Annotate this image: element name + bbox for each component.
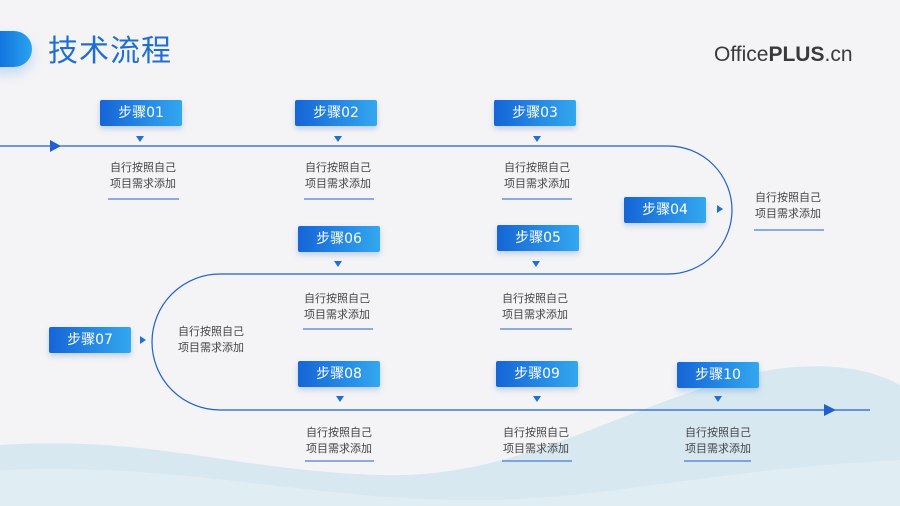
step-04-label: 步骤04 (624, 197, 706, 223)
background-wave-light (0, 460, 900, 506)
brand-bold: PLUS (768, 43, 825, 66)
step-10-description: 自行按照自己项目需求添加 (685, 426, 751, 455)
step-10-pointer-icon (714, 396, 722, 402)
step-08-pointer-icon (336, 396, 344, 402)
step-04-pointer-icon (717, 205, 723, 213)
path-start-arrow (50, 140, 61, 152)
brand-suffix: .cn (824, 43, 853, 66)
path-end-arrow (824, 404, 836, 416)
step-04-description: 自行按照自己项目需求添加 (755, 191, 821, 220)
step-03-description: 自行按照自己项目需求添加 (504, 161, 570, 190)
step-05-pointer-icon (532, 261, 540, 267)
step-01-label: 步骤01 (100, 100, 182, 126)
step-08-label: 步骤08 (298, 361, 380, 387)
step-09-label: 步骤09 (496, 361, 578, 387)
background-wave (0, 366, 900, 506)
brand-logo: OfficePLUS.cn (714, 42, 853, 68)
step-02-pointer-icon (334, 136, 342, 142)
step-05-label: 步骤05 (497, 225, 579, 251)
step-06-description: 自行按照自己项目需求添加 (304, 292, 370, 321)
process-path-line (0, 145, 870, 411)
step-07-pointer-icon (140, 336, 146, 344)
step-09-description: 自行按照自己项目需求添加 (503, 426, 569, 455)
title-accent-tab (0, 31, 32, 67)
step-03-label: 步骤03 (494, 100, 576, 126)
step-05-description: 自行按照自己项目需求添加 (502, 292, 568, 321)
step-10-label: 步骤10 (677, 362, 759, 388)
step-02-description: 自行按照自己项目需求添加 (305, 161, 371, 190)
desc-underlines (108, 198, 824, 462)
step-08-description: 自行按照自己项目需求添加 (306, 426, 372, 455)
brand-regular: Office (714, 43, 769, 66)
step-06-pointer-icon (334, 261, 342, 267)
step-09-pointer-icon (533, 396, 541, 402)
step-03-pointer-icon (533, 136, 541, 142)
step-07-description: 自行按照自己项目需求添加 (178, 325, 244, 354)
step-01-description: 自行按照自己项目需求添加 (110, 161, 176, 190)
step-02-label: 步骤02 (295, 100, 377, 126)
step-07-label: 步骤07 (49, 327, 131, 353)
page-title: 技术流程 (48, 34, 172, 69)
step-06-label: 步骤06 (298, 226, 380, 252)
step-01-pointer-icon (136, 136, 144, 142)
